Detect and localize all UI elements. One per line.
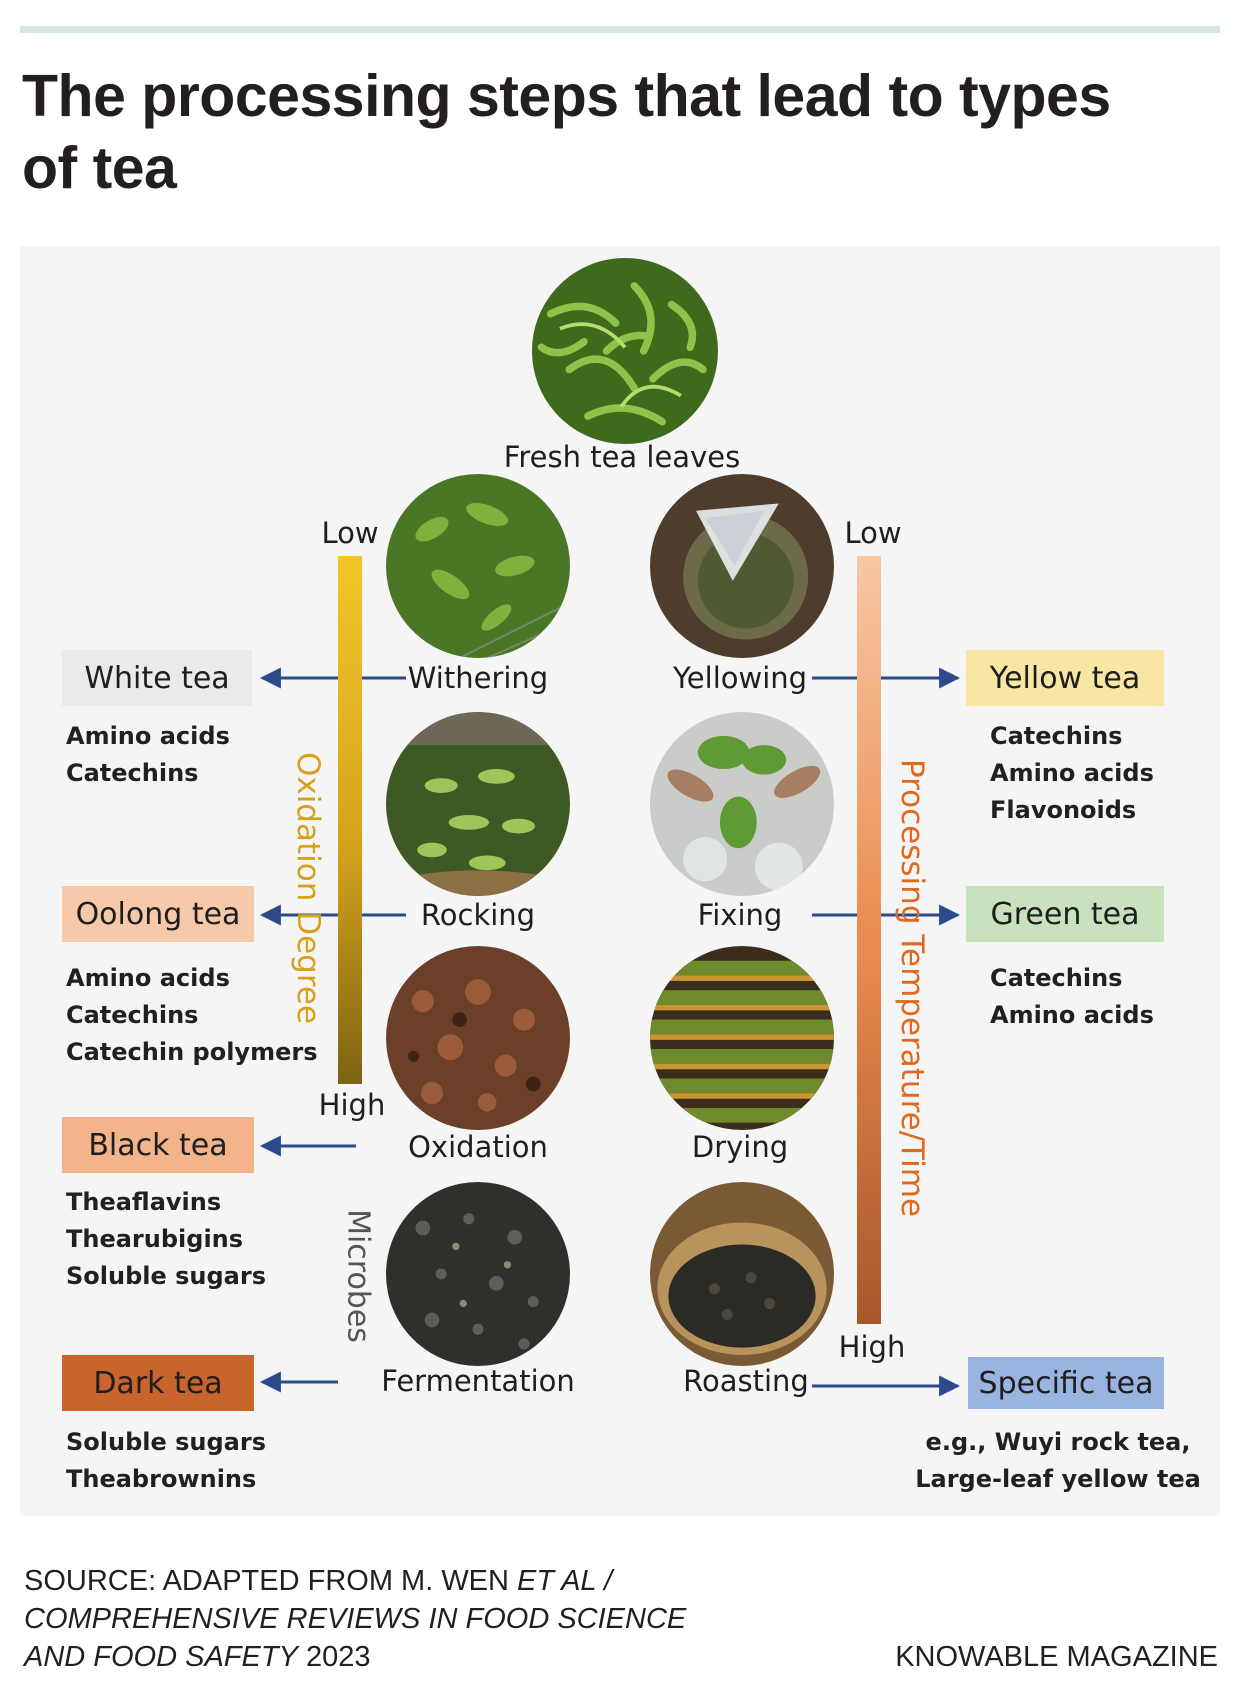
rocking-photo xyxy=(386,712,570,896)
fixing-photo xyxy=(650,712,834,896)
compound-item: Catechins xyxy=(66,759,199,787)
source-et-al: ET AL / xyxy=(517,1565,613,1597)
tea-dark: Dark tea xyxy=(62,1355,254,1411)
step-roasting: Roasting xyxy=(683,1364,809,1398)
fresh-leaves-photo xyxy=(532,258,718,444)
step-fixing: Fixing xyxy=(697,898,783,932)
tea-black: Black tea xyxy=(62,1117,254,1173)
compound-item: Theabrownins xyxy=(66,1465,257,1493)
specific-tea-examples: e.g., Wuyi rock tea, Large-leaf yellow t… xyxy=(915,1424,1201,1498)
processing-temperature-label: Processing Temperature/Time xyxy=(894,758,930,1218)
tea-specific: Specific tea xyxy=(968,1357,1164,1409)
tea-white: White tea xyxy=(62,650,252,706)
fresh-leaves-label: Fresh tea leaves xyxy=(503,440,741,474)
step-withering: Withering xyxy=(407,661,549,695)
publisher-credit: KNOWABLE MAGAZINE xyxy=(895,1641,1218,1673)
compound-item: Large-leaf yellow tea xyxy=(915,1465,1201,1493)
compound-item: Amino acids xyxy=(66,722,230,750)
temperature-low-label: Low xyxy=(844,516,902,550)
source-year: 2023 xyxy=(297,1641,371,1673)
compound-item: Soluble sugars xyxy=(66,1262,266,1290)
compound-item: Flavonoids xyxy=(990,796,1137,824)
top-rule xyxy=(20,26,1220,33)
oxidation-bar xyxy=(338,556,362,1084)
green-tea-compounds: Catechins Amino acids xyxy=(990,960,1154,1034)
source-journal-2: AND FOOD SAFETY xyxy=(24,1641,298,1673)
source-line1: SOURCE: ADAPTED FROM M. WEN xyxy=(24,1565,518,1597)
compound-item: Amino acids xyxy=(990,1001,1154,1029)
step-oxidation: Oxidation xyxy=(408,1130,548,1164)
source-credit: SOURCE: ADAPTED FROM M. WEN ET AL / COMP… xyxy=(24,1562,686,1676)
oxidation-photo xyxy=(386,946,570,1130)
compound-item: Catechin polymers xyxy=(66,1038,318,1066)
drying-photo xyxy=(650,946,834,1130)
step-rocking: Rocking xyxy=(420,898,536,932)
page-title: The processing steps that lead to types … xyxy=(22,63,1111,201)
compound-item: Thearubigins xyxy=(66,1225,244,1253)
white-tea-compounds: Amino acids Catechins xyxy=(66,718,230,792)
dark-tea-compounds: Soluble sugars Theabrownins xyxy=(66,1424,266,1498)
black-tea-compounds: Theaflavins Thearubigins Soluble sugars xyxy=(66,1184,266,1295)
tea-oolong: Oolong tea xyxy=(62,886,254,942)
withering-photo xyxy=(386,474,570,658)
microbes-label: Microbes xyxy=(340,1209,376,1343)
tea-green: Green tea xyxy=(966,886,1164,942)
roasting-photo xyxy=(650,1182,834,1366)
compound-item: e.g., Wuyi rock tea, xyxy=(925,1428,1191,1456)
diagram-panel xyxy=(20,246,1220,1516)
oxidation-high-label: High xyxy=(318,1088,386,1122)
yellow-tea-compounds: Catechins Amino acids Flavonoids xyxy=(990,718,1154,829)
temperature-bar xyxy=(857,556,881,1324)
tea-yellow: Yellow tea xyxy=(966,650,1164,706)
compound-item: Catechins xyxy=(990,722,1123,750)
oxidation-low-label: Low xyxy=(321,516,379,550)
compound-item: Catechins xyxy=(990,964,1123,992)
compound-item: Theaflavins xyxy=(66,1188,222,1216)
compound-item: Catechins xyxy=(66,1001,199,1029)
fermentation-photo xyxy=(386,1182,570,1366)
step-yellowing: Yellowing xyxy=(672,661,808,695)
temperature-high-label: High xyxy=(838,1330,906,1364)
source-journal: COMPREHENSIVE REVIEWS IN FOOD SCIENCE xyxy=(24,1603,687,1635)
oolong-tea-compounds: Amino acids Catechins Catechin polymers xyxy=(66,960,317,1071)
yellowing-photo xyxy=(650,474,834,658)
step-drying: Drying xyxy=(691,1130,789,1164)
compound-item: Soluble sugars xyxy=(66,1428,266,1456)
step-fermentation: Fermentation xyxy=(381,1364,575,1398)
compound-item: Amino acids xyxy=(66,964,230,992)
compound-item: Amino acids xyxy=(990,759,1154,787)
